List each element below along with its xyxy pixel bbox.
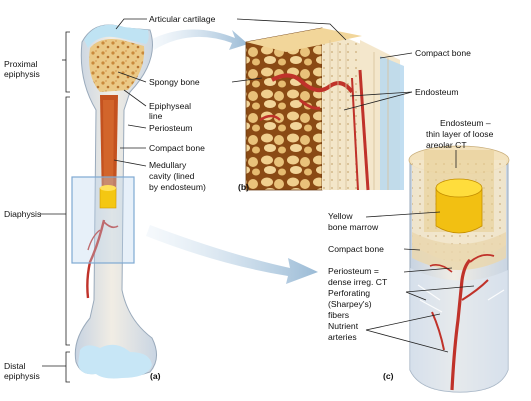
long-bone bbox=[71, 24, 157, 379]
proximal-epiphysis-label-line2: epiphysis bbox=[4, 69, 40, 79]
nutrient-arteries-label-line2: arteries bbox=[328, 332, 357, 342]
epiphyseal-line-label-line1: Epiphyseal bbox=[149, 101, 192, 111]
endosteum-label-c-line3: areolar CT bbox=[426, 140, 467, 150]
spongy-bone-label: Spongy bone bbox=[149, 77, 200, 87]
distal-epiphysis-label-line2: epiphysis bbox=[4, 371, 40, 381]
periosteum-label-c-line2: dense irreg. CT bbox=[328, 277, 388, 287]
distal-epiphysis-label-line1: Distal bbox=[4, 361, 26, 371]
shaft-segment bbox=[408, 145, 510, 393]
arrow-to-c bbox=[146, 225, 318, 284]
compact-bone-label-b: Compact bone bbox=[415, 48, 471, 58]
medullary-cavity-label-line2: cavity (lined bbox=[149, 171, 195, 181]
arrow-to-b bbox=[150, 29, 248, 50]
perforating-fibers-label-line3: fibers bbox=[328, 310, 350, 320]
yellow-marrow-label-line2: bone marrow bbox=[328, 222, 379, 232]
yellow-marrow-label-line1: Yellow bbox=[328, 211, 353, 221]
proximal-epiphysis-label-line1: Proximal bbox=[4, 59, 38, 69]
endosteum-label-b: Endosteum bbox=[415, 87, 459, 97]
epiphyseal-line-label-line2: line bbox=[149, 111, 163, 121]
articular-cartilage-label: Articular cartilage bbox=[149, 14, 216, 24]
spongy-block bbox=[245, 27, 404, 191]
periosteum-label: Periosteum bbox=[149, 123, 193, 133]
endosteum-label-c-line1: Endosteum – bbox=[440, 118, 491, 128]
endosteum-label-c-line2: thin layer of loose bbox=[426, 129, 494, 139]
panel-c-tag: (c) bbox=[383, 371, 394, 381]
perforating-fibers-label-line2: (Sharpey's) bbox=[328, 299, 372, 309]
nutrient-arteries-label-line1: Nutrient bbox=[328, 321, 359, 331]
compact-bone-label-c: Compact bone bbox=[328, 244, 384, 254]
leader-lines bbox=[40, 18, 475, 383]
panel-a-tag: (a) bbox=[150, 371, 161, 381]
medullary-cavity-label-line1: Medullary bbox=[149, 160, 187, 170]
periosteum-label-c-line1: Periosteum = bbox=[328, 266, 379, 276]
perforating-fibers-label-line1: Perforating bbox=[328, 288, 371, 298]
medullary-cavity-label-line3: by endosteum) bbox=[149, 182, 206, 192]
compact-bone-label-a: Compact bone bbox=[149, 143, 205, 153]
panel-b-tag: (b) bbox=[238, 182, 249, 192]
diaphysis-label: Diaphysis bbox=[4, 209, 42, 219]
